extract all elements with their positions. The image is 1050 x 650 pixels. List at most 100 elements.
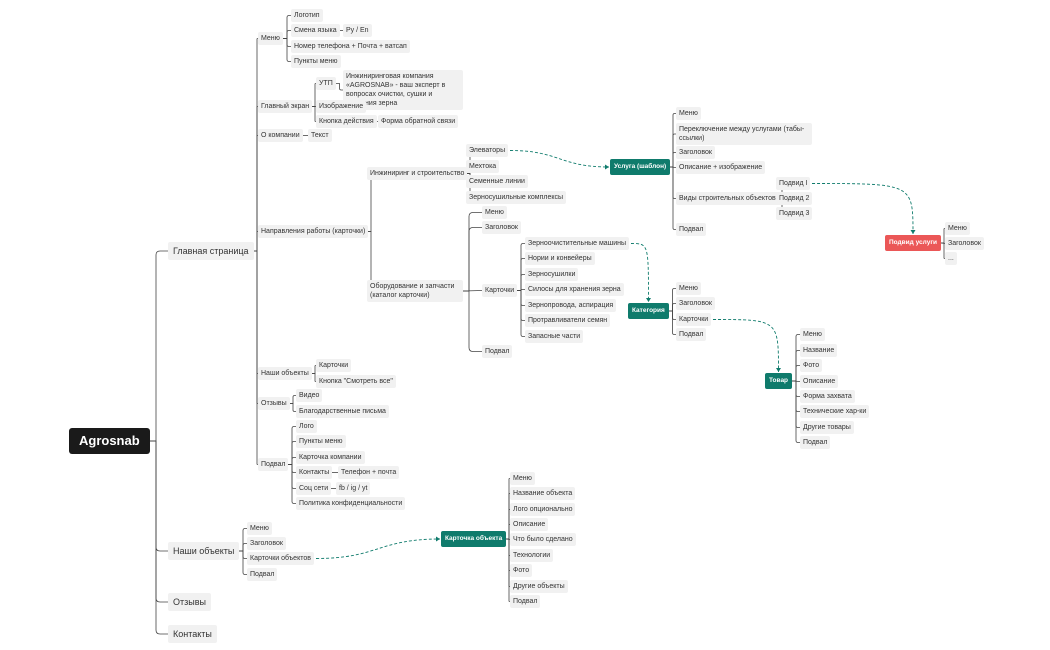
node-s-desc[interactable]: Описание + изображение [676, 161, 766, 174]
node-c-heading[interactable]: Заголовок [676, 297, 715, 310]
node-oc-done[interactable]: Что было сделано [510, 533, 576, 546]
node-about-text[interactable]: Текст [308, 129, 332, 142]
node-video[interactable]: Видео [296, 389, 323, 402]
node-about[interactable]: О компании [258, 129, 303, 142]
node-home-objects[interactable]: Наши объекты [258, 367, 312, 380]
node-p-desc[interactable]: Описание [800, 375, 839, 388]
node-oc-logo[interactable]: Лого опционально [510, 503, 576, 516]
node-p-name[interactable]: Название [800, 344, 838, 357]
node-hero-image[interactable]: Изображение [316, 100, 367, 113]
node-f-menu[interactable]: Пункты меню [296, 435, 346, 448]
node-o-menu[interactable]: Меню [247, 522, 272, 535]
node-root[interactable]: Agrosnab [69, 428, 150, 454]
node-home[interactable]: Главная страница [168, 242, 254, 260]
node-menu[interactable]: Меню [258, 32, 283, 45]
node-sub3[interactable]: Подвид 3 [776, 207, 813, 220]
node-objects[interactable]: Наши объекты [168, 542, 240, 560]
node-s-types[interactable]: Виды строительных объектов [676, 192, 779, 205]
node-p-footer[interactable]: Подвал [800, 436, 831, 449]
node-oc-menu[interactable]: Меню [510, 472, 535, 485]
node-sub2[interactable]: Подвид 2 [776, 192, 813, 205]
node-p-menu[interactable]: Меню [800, 328, 825, 341]
dashed-link-elevators-service [509, 150, 610, 168]
node-o-cards[interactable]: Карточки объектов [247, 552, 314, 565]
node-c-cards[interactable]: Карточки [676, 313, 712, 326]
node-s-heading[interactable]: Заголовок [676, 146, 715, 159]
node-f-privacy[interactable]: Политика конфиденциальности [296, 497, 406, 510]
node-phone[interactable]: Номер телефона + Почта + ватсап [291, 40, 410, 53]
node-reviews[interactable]: Отзывы [168, 593, 211, 611]
node-eq-menu[interactable]: Меню [482, 206, 507, 219]
node-footer[interactable]: Подвал [258, 458, 289, 471]
node-mill[interactable]: Мехтока [466, 160, 500, 173]
node-spare-parts[interactable]: Запасные части [525, 330, 584, 343]
node-grain-dryers[interactable]: Зерносушильные комплексы [466, 191, 567, 204]
node-oc-desc[interactable]: Описание [510, 518, 549, 531]
node-oc-footer[interactable]: Подвал [510, 595, 541, 608]
node-dryers[interactable]: Зерносушилки [525, 268, 579, 281]
node-aspiration[interactable]: Зернопровода, аспирация [525, 299, 617, 312]
node-f-card[interactable]: Карточка компании [296, 451, 365, 464]
node-hero[interactable]: Главный экран [258, 100, 313, 113]
node-logo[interactable]: Логотип [291, 9, 323, 22]
node-f-contacts-val[interactable]: Телефон + почта [338, 466, 400, 479]
node-oc-photo[interactable]: Фото [510, 564, 533, 577]
node-eq-cards[interactable]: Карточки [482, 284, 518, 297]
node-oc-name[interactable]: Название объекта [510, 487, 576, 500]
node-cleaners[interactable]: Зерноочистительные машины [525, 237, 630, 250]
node-object-card[interactable]: Карточка объекта [441, 531, 507, 547]
edge-category-c-heading [669, 303, 676, 312]
node-product[interactable]: Товар [765, 373, 793, 389]
node-o-footer[interactable]: Подвал [247, 568, 278, 581]
node-seed-lines[interactable]: Семенные линии [466, 175, 528, 188]
node-silos[interactable]: Силосы для хранения зерна [525, 283, 624, 296]
node-eq-heading[interactable]: Заголовок [482, 221, 521, 234]
edge-product-p-name [792, 350, 800, 382]
node-seed-treaters[interactable]: Протравливатели семян [525, 314, 611, 327]
node-ss-more[interactable]: ... [945, 252, 957, 265]
node-eq-footer[interactable]: Подвал [482, 345, 513, 358]
node-home-reviews[interactable]: Отзывы [258, 397, 290, 410]
node-elevators[interactable]: Элеваторы [466, 144, 509, 157]
node-ss-heading[interactable]: Заголовок [945, 237, 984, 250]
node-sub1[interactable]: Подвид I [776, 177, 811, 190]
node-conveyors[interactable]: Нории и конвейеры [525, 252, 595, 265]
node-service[interactable]: Услуга (шаблон) [610, 159, 671, 175]
node-p-other[interactable]: Другие товары [800, 421, 854, 434]
node-o-heading[interactable]: Заголовок [247, 537, 286, 550]
node-directions[interactable]: Направления работы (карточки) [258, 225, 369, 238]
node-lang[interactable]: Смена языка [291, 24, 340, 37]
node-f-social[interactable]: Соц сети [296, 482, 332, 495]
node-c-menu[interactable]: Меню [676, 282, 701, 295]
node-subservice[interactable]: Подвид услуги [885, 235, 942, 251]
node-utp[interactable]: УТП [316, 77, 336, 90]
node-p-photo[interactable]: Фото [800, 359, 823, 372]
node-lang-val[interactable]: Ру / En [343, 24, 372, 37]
node-contacts[interactable]: Контакты [168, 625, 217, 643]
node-s-footer[interactable]: Подвал [676, 223, 707, 236]
node-c-footer[interactable]: Подвал [676, 328, 707, 341]
node-p-specs[interactable]: Технические хар-ки [800, 405, 870, 418]
node-f-logo[interactable]: Лого [296, 420, 317, 433]
node-ss-menu[interactable]: Меню [945, 222, 970, 235]
node-cta-form[interactable]: Форма обратной связи [378, 115, 459, 128]
node-menu-items[interactable]: Пункты меню [291, 55, 341, 68]
node-s-switch[interactable]: Переключение между услугами (табы-ссылки… [676, 123, 812, 145]
edge-objects-o-menu [239, 528, 247, 552]
node-oc-other[interactable]: Другие объекты [510, 580, 568, 593]
node-cta[interactable]: Кнопка действия [316, 115, 377, 128]
node-oc-tech[interactable]: Технологии [510, 549, 554, 562]
node-s-menu[interactable]: Меню [676, 107, 701, 120]
node-letters[interactable]: Благодарственные письма [296, 405, 389, 418]
node-p-form[interactable]: Форма захвата [800, 390, 855, 403]
node-f-social-val[interactable]: fb / ig / yt [336, 482, 371, 495]
node-category[interactable]: Категория [628, 303, 669, 319]
node-equipment[interactable]: Оборудование и запчасти (каталог карточк… [367, 280, 463, 302]
node-home-objects-cards[interactable]: Карточки [316, 359, 352, 372]
node-f-contacts[interactable]: Контакты [296, 466, 333, 479]
edge-eq-cards-dryers [517, 274, 525, 291]
node-home-objects-btn[interactable]: Кнопка "Смотреть все" [316, 375, 396, 388]
node-engineering[interactable]: Инжиниринг и строительство [367, 167, 468, 180]
edge-product-p-footer [792, 380, 800, 443]
edge-object-card-oc-name [506, 493, 510, 540]
